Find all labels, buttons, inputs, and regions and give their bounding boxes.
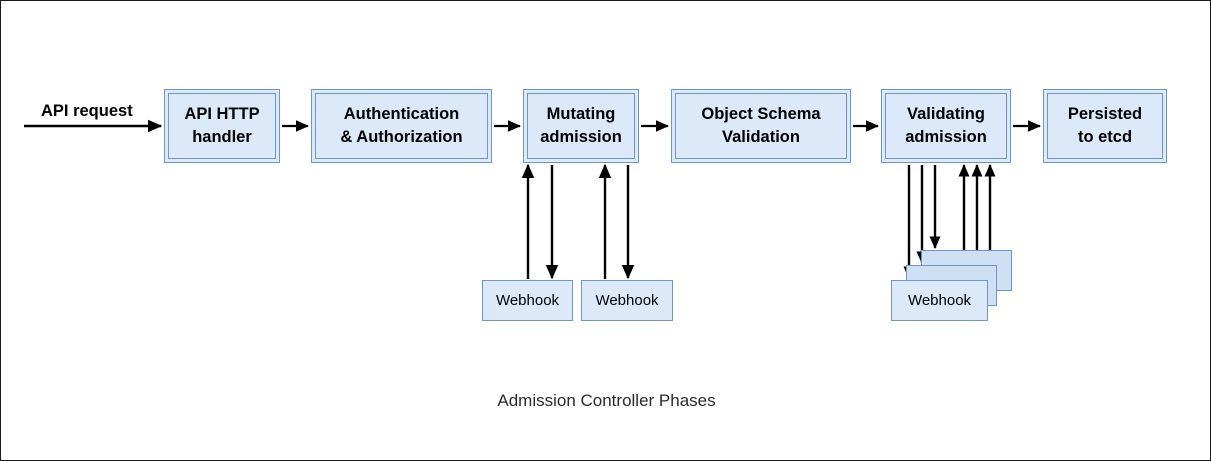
mutating-webhook-1[interactable]: Webhook (482, 280, 573, 321)
phase-box-mutating-admission[interactable]: Mutating admission (523, 89, 639, 163)
phase-label-line1: Persisted (1067, 104, 1143, 123)
phase-box-inner: Authentication & Authorization (315, 93, 488, 159)
phase-label-line2: admission (905, 128, 987, 146)
phase-label-line1: Validating (907, 104, 985, 123)
phase-box-inner: Mutating admission (527, 93, 635, 159)
validating-webhook-front[interactable]: Webhook (891, 280, 988, 321)
webhook-label: Webhook (907, 292, 972, 309)
phase-box-validating-admission[interactable]: Validating admission (881, 89, 1011, 163)
phase-box-inner: Persisted to etcd (1047, 93, 1163, 159)
phase-label-line2: & Authorization (340, 128, 463, 146)
phase-box-inner: Validating admission (885, 93, 1007, 159)
phase-label-line1: API HTTP (184, 104, 260, 123)
phase-label-line2: admission (540, 128, 622, 146)
phase-box-object-schema-validation[interactable]: Object Schema Validation (671, 89, 851, 163)
phase-label-line2: to etcd (1077, 128, 1133, 146)
phase-box-authentication-authorization[interactable]: Authentication & Authorization (311, 89, 492, 163)
webhook-label: Webhook (595, 292, 659, 309)
phase-box-inner: API HTTP handler (168, 93, 276, 159)
mutating-webhook-2[interactable]: Webhook (581, 280, 673, 321)
webhook-label: Webhook (495, 292, 560, 309)
phase-label-line2: Validation (722, 128, 800, 146)
phase-box-persisted-to-etcd[interactable]: Persisted to etcd (1043, 89, 1167, 163)
phase-box-api-http-handler[interactable]: API HTTP handler (164, 89, 280, 163)
phase-label-line2: handler (192, 128, 252, 146)
phase-label-line1: Authentication (343, 104, 460, 123)
phase-box-inner: Object Schema Validation (675, 93, 847, 159)
diagram-caption: Admission Controller Phases (497, 391, 716, 410)
api-request-label: API request (41, 102, 133, 120)
phase-label-line1: Object Schema (701, 104, 821, 123)
phase-label-line1: Mutating (546, 104, 616, 123)
